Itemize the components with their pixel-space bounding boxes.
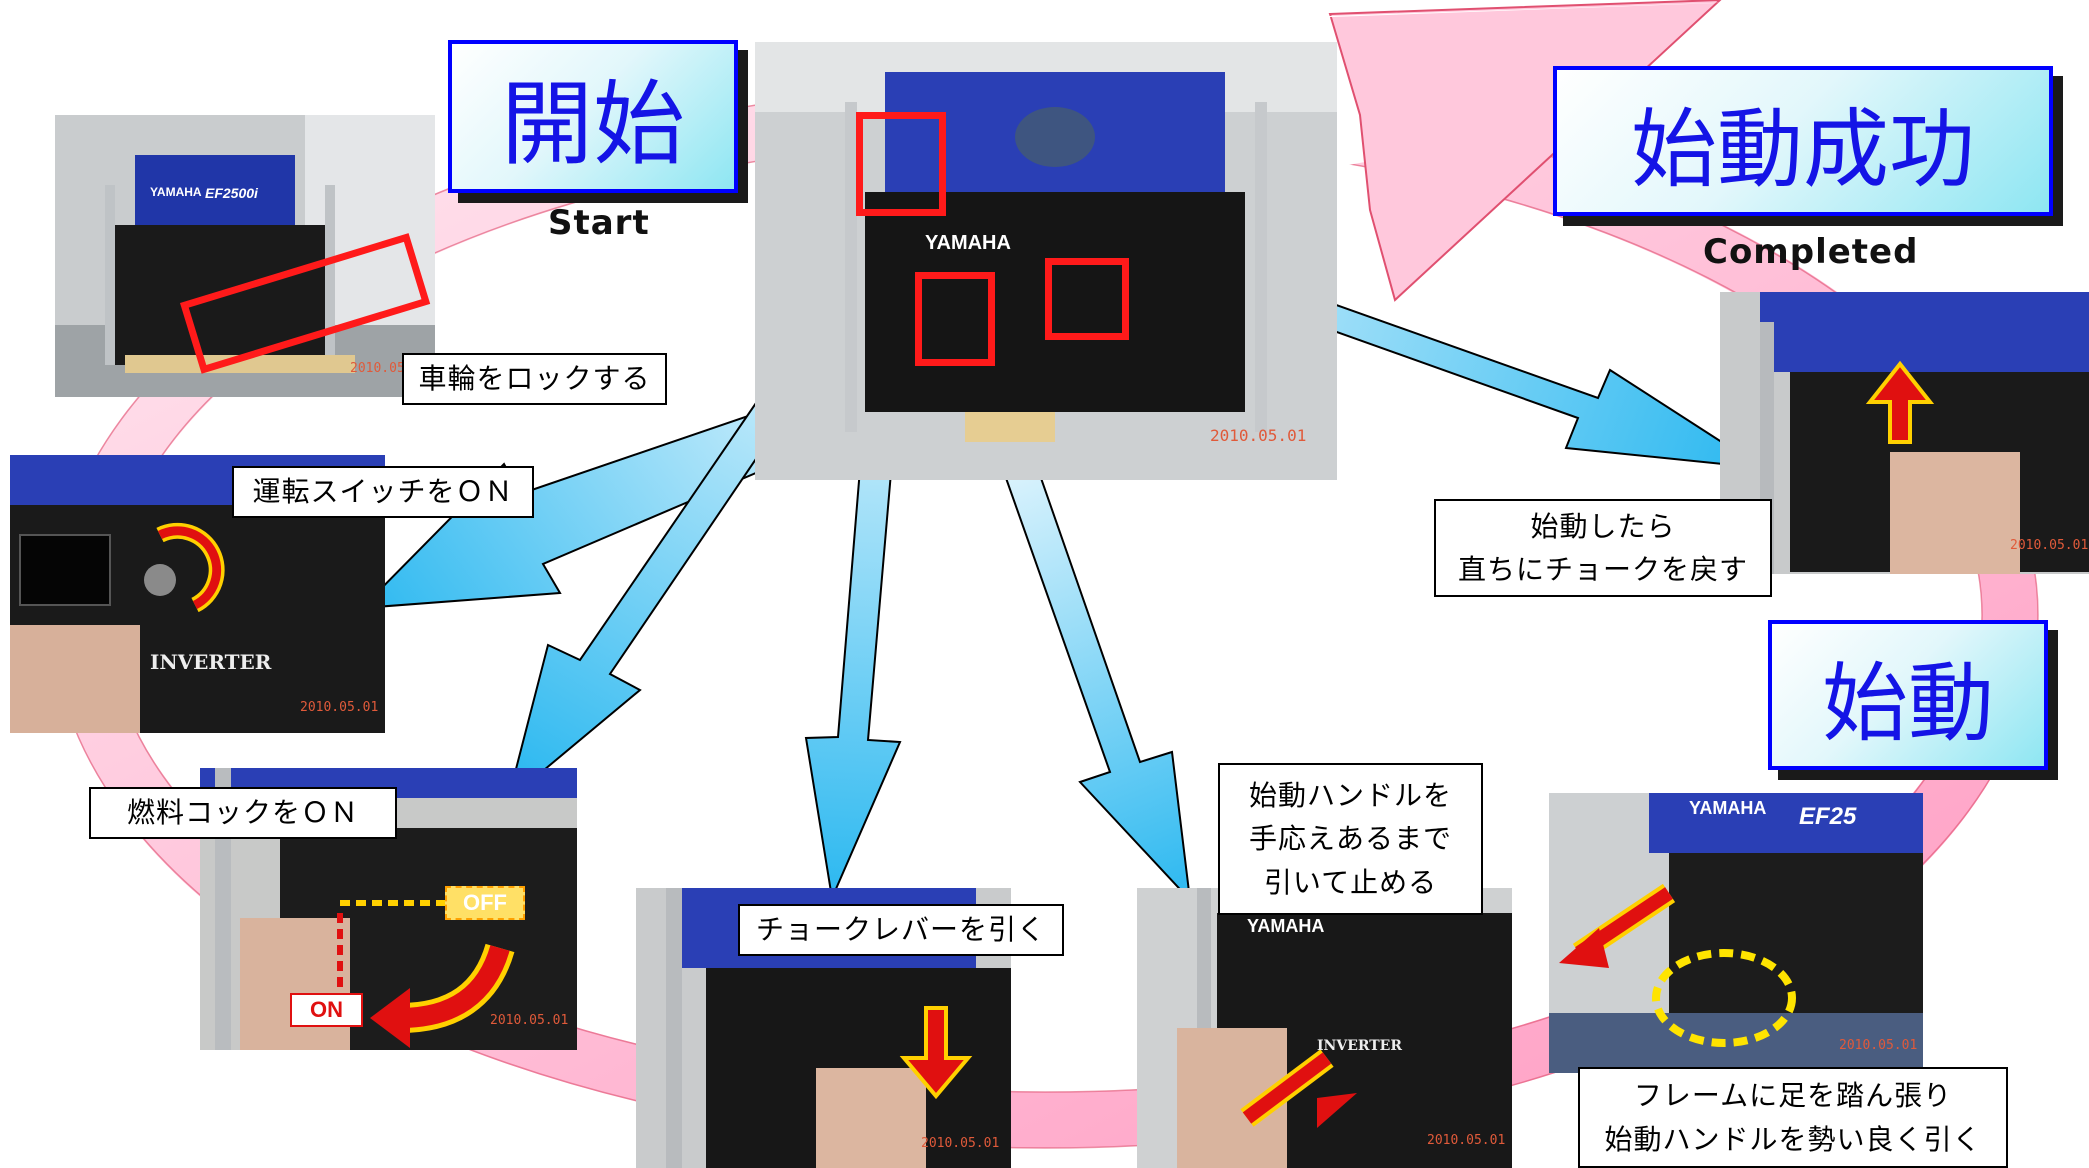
photo-date: 2010.05.01 — [300, 700, 379, 715]
photo-brand: YAMAHA — [150, 185, 202, 199]
label-switch-on: 運転スイッチをＯＮ — [232, 466, 534, 518]
off-label: OFF — [445, 886, 525, 920]
photo-inverter: INVERTER — [1317, 1038, 1402, 1054]
photo-return-choke: 2010.05.01 — [1720, 292, 2089, 574]
label-handle-pull-line3: 引いて止める — [1263, 865, 1438, 899]
photo-date: 2010.05.01 — [1427, 1133, 1506, 1148]
photo-date: 2010.05.01 — [1839, 1038, 1918, 1053]
photo-date: 2010.05.01 — [2010, 538, 2089, 553]
photo-starter-handle: YAMAHA INVERTER 2010.05.01 — [1137, 888, 1512, 1168]
photo-model: EF2500i — [205, 185, 258, 201]
photo-model-short: EF25 — [1799, 803, 1857, 830]
label-choke-pull: チョークレバーを引く — [738, 904, 1064, 956]
title-crank: 始動 — [1768, 620, 2048, 770]
label-handle-pull: 始動ハンドルを 手応えあるまで 引いて止める — [1218, 763, 1483, 915]
label-switch-on-text: 運転スイッチをＯＮ — [252, 475, 514, 509]
label-brace-and-pull-line1: フレームに足を踏ん張り — [1633, 1079, 1953, 1113]
label-fuel-cock-on: 燃料コックをＯＮ — [89, 787, 397, 839]
label-handle-pull-line2: 手応えあるまで — [1248, 822, 1452, 856]
label-return-choke: 始動したら 直ちにチョークを戻す — [1434, 499, 1772, 597]
photo-inverter: INVERTER — [150, 650, 272, 674]
photo-date: 2010.05.01 — [921, 1136, 1000, 1151]
label-return-choke-line1: 始動したら — [1530, 509, 1676, 543]
highlight-fuel-area — [1045, 258, 1129, 340]
photo-brace-pull: YAMAHA EF25 2010.05.01 — [1549, 793, 1923, 1073]
on-label: ON — [290, 993, 363, 1027]
label-brace-and-pull-line2: 始動ハンドルを勢い良く引く — [1604, 1122, 1982, 1156]
photo-generator-main: YAMAHA 2010.05.01 — [755, 42, 1337, 480]
photo-fuel-cock: OFF ON 2010.05.01 — [200, 768, 577, 1050]
label-return-choke-line2: 直ちにチョークを戻す — [1457, 553, 1748, 586]
label-choke-pull-text: チョークレバーを引く — [755, 913, 1046, 947]
photo-brand: YAMAHA — [1247, 916, 1325, 936]
highlight-switch-area — [915, 272, 995, 366]
label-lock-wheels: 車輪をロックする — [402, 353, 667, 405]
title-success: 始動成功 — [1553, 66, 2053, 216]
highlight-choke-area — [856, 112, 946, 216]
title-start-sub: Start — [548, 203, 650, 243]
label-handle-pull-line1: 始動ハンドルを — [1248, 778, 1452, 812]
photo-generator-overview: YAMAHA EF2500i 2010.05.01 — [55, 115, 435, 397]
photo-date: 2010.05.01 — [490, 1013, 569, 1028]
label-lock-wheels-text: 車輪をロックする — [418, 362, 651, 396]
title-success-sub: Completed — [1703, 232, 1919, 272]
label-brace-and-pull: フレームに足を踏ん張り 始動ハンドルを勢い良く引く — [1578, 1067, 2008, 1168]
photo-date: 2010.05.01 — [1210, 426, 1307, 445]
label-fuel-cock-on-text: 燃料コックをＯＮ — [126, 796, 359, 830]
photo-brand: YAMAHA — [1689, 798, 1767, 818]
title-start: 開始 — [448, 40, 738, 193]
photo-brand: YAMAHA — [925, 232, 1011, 254]
